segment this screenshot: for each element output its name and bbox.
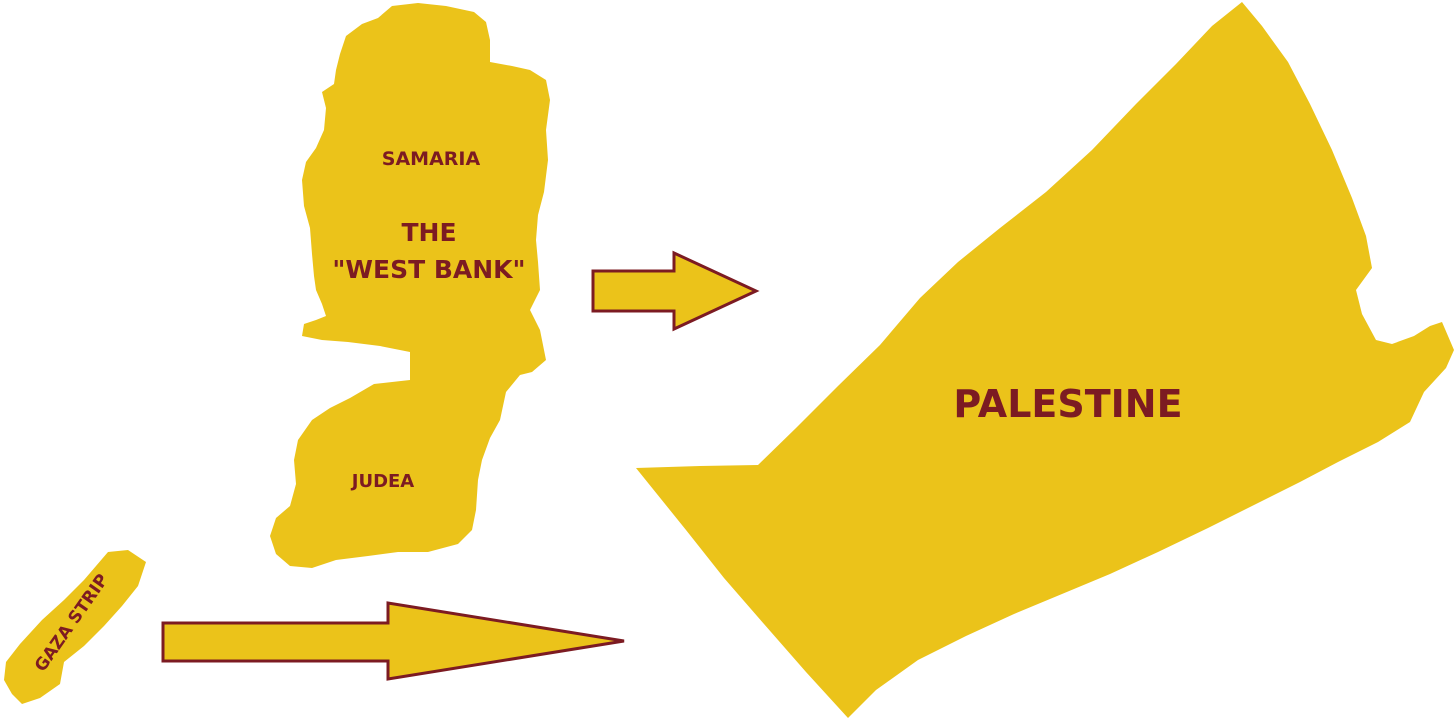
palestine-territory [636,2,1454,718]
gaza-to-palestine-arrow [161,601,625,681]
west-bank-title-line-1: THE [401,218,456,247]
samaria-label: SAMARIA [382,148,481,170]
judea-label: JUDEA [350,471,415,492]
west-bank-title-line-2: "WEST BANK" [332,255,525,284]
gaza-strip-territory [4,550,146,704]
west-bank-territory [270,3,550,568]
palestine-label: PALESTINE [953,382,1182,426]
west-bank-to-palestine-arrow [591,250,760,332]
